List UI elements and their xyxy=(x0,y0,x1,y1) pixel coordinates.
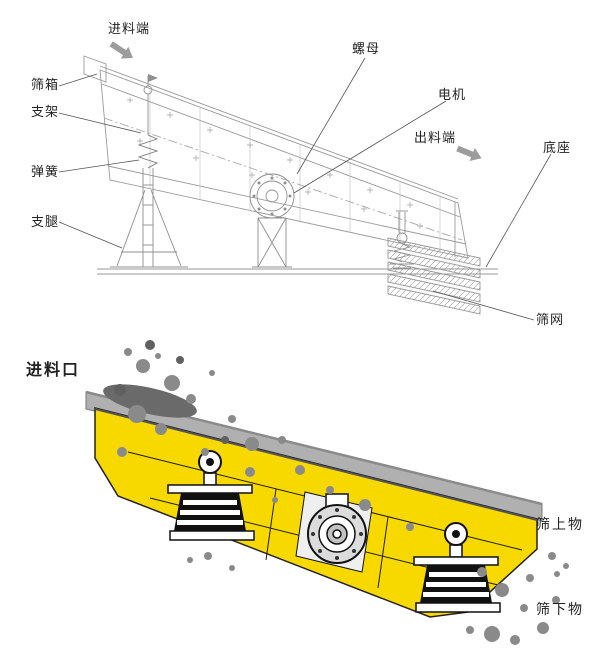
label-spring: 弹簧 xyxy=(31,164,60,179)
label-feed-end: 进料端 xyxy=(108,21,151,36)
feed-chute xyxy=(83,55,107,83)
leader-lines xyxy=(58,57,552,321)
bolt-circle-dots xyxy=(252,176,292,216)
engineering-drawing xyxy=(58,41,552,321)
label-screen-mesh: 筛网 xyxy=(536,312,565,327)
label-feed-inlet: 进料口 xyxy=(26,362,81,379)
support-leg-left xyxy=(116,189,146,267)
bolt-marks xyxy=(127,97,423,229)
label-undersize-outlet: 筛下物 xyxy=(536,601,584,617)
support-spring-zigzag xyxy=(137,134,159,169)
exciter-flange xyxy=(249,173,295,219)
label-nut: 螺母 xyxy=(352,41,381,56)
label-support-frame: 支架 xyxy=(31,104,60,119)
label-base: 底座 xyxy=(543,140,572,155)
label-discharge-end: 出料端 xyxy=(414,130,457,145)
motor-bolts xyxy=(311,508,363,560)
deck-seam xyxy=(94,408,538,521)
screen-mesh-strips xyxy=(387,237,481,315)
left-support-tower xyxy=(110,74,188,268)
right-spring-support xyxy=(390,210,414,269)
particles-lower xyxy=(187,552,569,645)
left-spring-assembly xyxy=(167,450,255,541)
label-screen-box: 筛箱 xyxy=(31,77,60,92)
middle-support-column xyxy=(252,217,292,268)
pivot-circle xyxy=(143,85,153,95)
label-motor: 电机 xyxy=(438,87,467,102)
feed-direction-arrow xyxy=(109,41,133,59)
particles-upper xyxy=(117,348,414,531)
discharge-direction-arrow xyxy=(456,145,482,161)
material-pile xyxy=(103,384,197,418)
flow-arrows xyxy=(109,41,482,161)
center-axis-line xyxy=(103,117,463,241)
screen-box-body xyxy=(83,55,469,259)
label-oversize-outlet: 筛上物 xyxy=(536,516,584,532)
right-spring-assembly xyxy=(413,522,501,613)
color-illustration xyxy=(85,340,569,645)
pennant xyxy=(148,74,158,82)
particles-dark xyxy=(114,340,229,444)
illustration-motor xyxy=(295,491,373,573)
support-leg-right xyxy=(150,189,182,267)
right-spring-zigzag xyxy=(392,243,412,263)
label-support-leg: 支腿 xyxy=(31,214,60,229)
stiffener-lines xyxy=(149,89,441,252)
